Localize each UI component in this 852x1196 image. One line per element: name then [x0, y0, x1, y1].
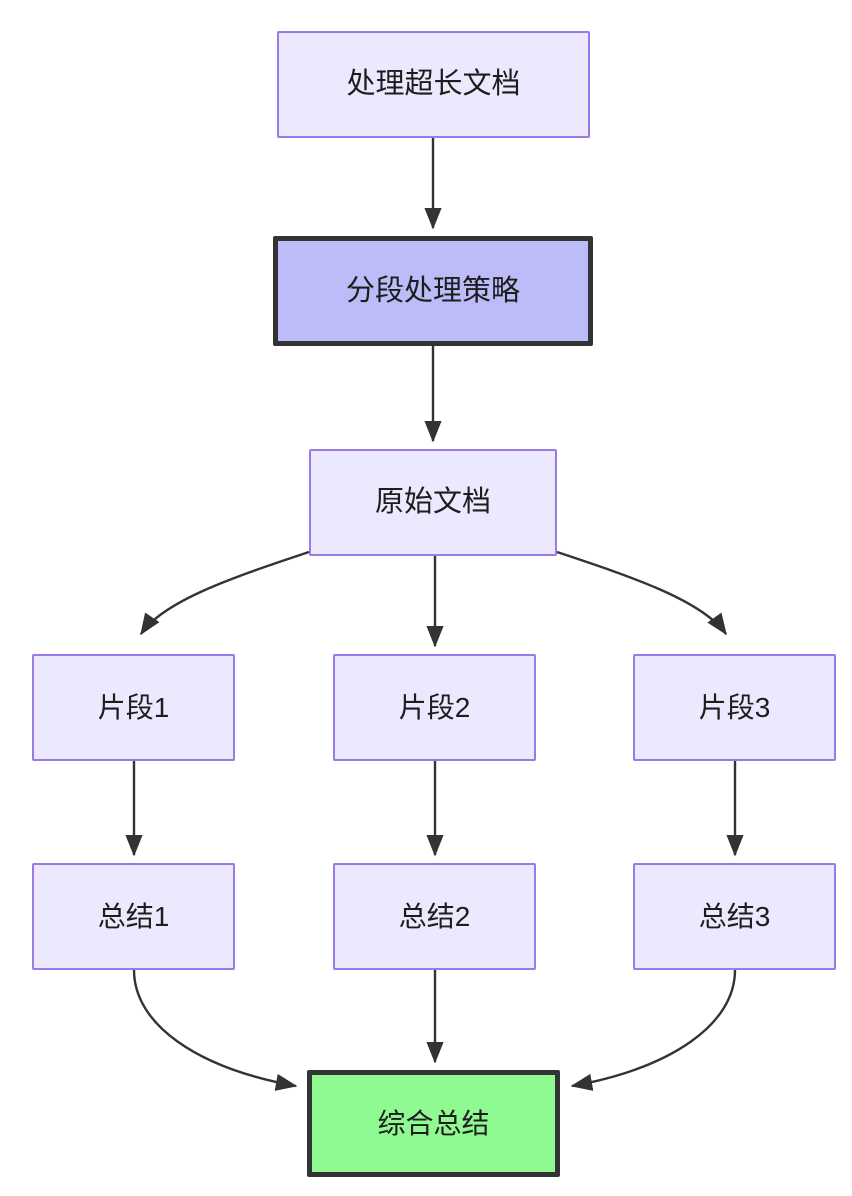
node-original-document[interactable]: 原始文档 — [309, 449, 557, 556]
node-label: 处理超长文档 — [346, 68, 521, 101]
edge-summary3-to-final — [570, 969, 737, 1091]
node-label: 片段2 — [398, 691, 471, 723]
node-chunk-1[interactable]: 片段1 — [32, 654, 235, 761]
node-chunk-2[interactable]: 片段2 — [333, 654, 536, 761]
node-label: 片段3 — [698, 691, 771, 723]
node-label: 原始文档 — [374, 486, 491, 519]
node-summary-3[interactable]: 总结3 — [633, 863, 836, 970]
edge-original-to-chunk3 — [556, 550, 727, 636]
node-label: 分段处理策略 — [345, 274, 520, 307]
node-label: 总结3 — [698, 900, 771, 932]
node-label: 总结2 — [398, 900, 471, 932]
node-label: 总结1 — [97, 900, 170, 932]
node-process-long-document[interactable]: 处理超长文档 — [277, 31, 590, 138]
node-chunk-3[interactable]: 片段3 — [633, 654, 836, 761]
node-comprehensive-summary[interactable]: 综合总结 — [307, 1070, 560, 1177]
node-label: 综合总结 — [377, 1107, 490, 1139]
node-summary-2[interactable]: 总结2 — [333, 863, 536, 970]
edge-summary1-to-final — [132, 969, 298, 1091]
node-label: 片段1 — [97, 691, 170, 723]
node-summary-1[interactable]: 总结1 — [32, 863, 235, 970]
node-chunking-strategy[interactable]: 分段处理策略 — [273, 236, 593, 346]
edge-original-to-chunk1 — [140, 550, 310, 636]
